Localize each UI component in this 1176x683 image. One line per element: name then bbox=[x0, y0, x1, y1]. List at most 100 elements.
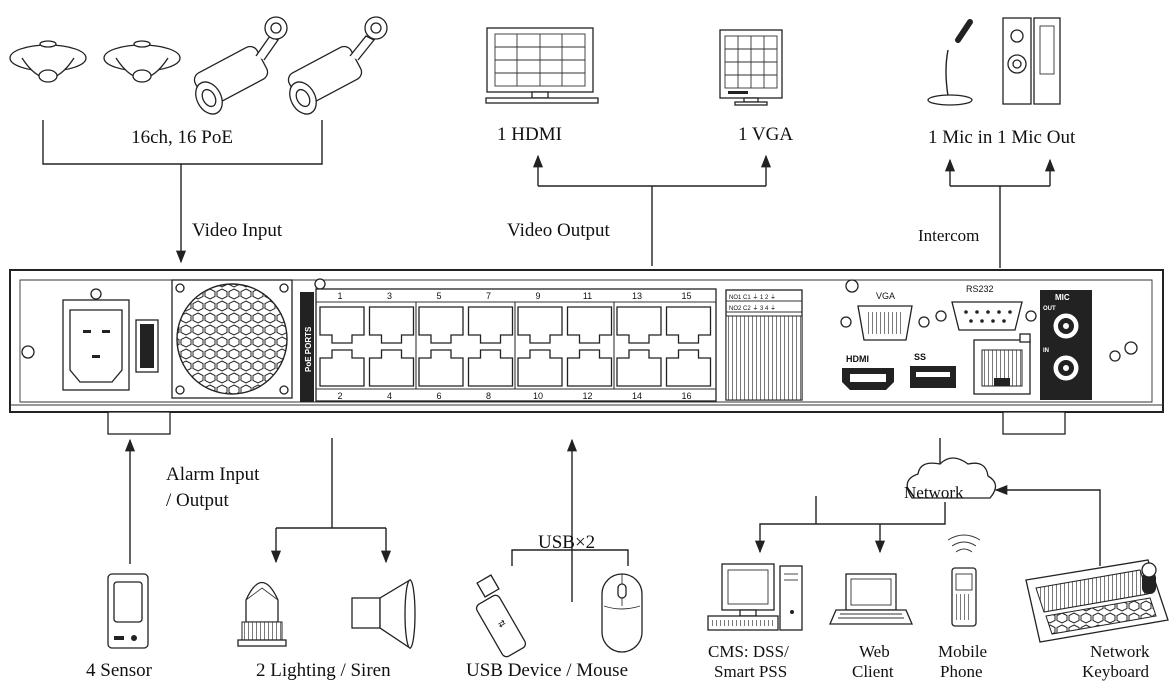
cms-label-line1: CMS: DSS/ bbox=[708, 642, 789, 661]
mobile-label-line1: Mobile bbox=[938, 642, 987, 661]
rj45-ports bbox=[319, 302, 712, 389]
speaker-icon bbox=[1002, 17, 1061, 105]
port-number-top: 3 bbox=[387, 291, 392, 301]
port-number-top: 7 bbox=[486, 291, 491, 301]
network-cloud-icon bbox=[906, 457, 997, 499]
web-label-line1: Web bbox=[859, 642, 890, 661]
sensor-icon bbox=[107, 573, 149, 649]
intercom-label: Intercom bbox=[918, 226, 979, 245]
rj45-port-icon bbox=[418, 306, 464, 344]
bullet-camera-icon bbox=[193, 16, 288, 115]
port-number-bottom: 12 bbox=[582, 391, 592, 401]
alarm-row2: NO2 C2 ⏚ 3 4 ⏚ bbox=[729, 305, 776, 312]
usb-x2-label: USB×2 bbox=[538, 532, 595, 553]
port-number-bottom: 4 bbox=[387, 391, 392, 401]
port-number-bottom: 16 bbox=[681, 391, 691, 401]
hdmi-port-icon: HDMI bbox=[842, 354, 894, 390]
video-output-label: Video Output bbox=[507, 220, 611, 241]
alarm-row1: NO1 C1 ⏚ 1 2 ⏚ bbox=[729, 294, 776, 301]
ground-icon bbox=[1109, 350, 1121, 362]
rj45-port-icon bbox=[418, 349, 464, 387]
hdmi-monitor-icon bbox=[485, 27, 599, 104]
rj45-port-icon bbox=[566, 306, 613, 344]
power-switch-icon bbox=[135, 319, 159, 373]
web-label-line2: Client bbox=[852, 662, 894, 681]
rj45-port-icon bbox=[467, 349, 514, 387]
rs232-port-icon: RS232 bbox=[935, 284, 1037, 331]
rj45-port-icon bbox=[665, 349, 712, 387]
bullet-camera-icon bbox=[287, 16, 388, 115]
rj45-port-icon bbox=[517, 306, 563, 344]
port-number-top: 9 bbox=[535, 291, 540, 301]
hdmi-label: 1 HDMI bbox=[497, 124, 562, 145]
port-number-top: 11 bbox=[583, 291, 592, 301]
keyboard-label-line1: Network bbox=[1090, 642, 1150, 661]
rj45-port-icon bbox=[319, 306, 365, 344]
mic-port-block: MIC OUT IN bbox=[1040, 290, 1092, 400]
rj45-port-icon bbox=[616, 349, 662, 387]
rj45-port-icon bbox=[566, 349, 613, 387]
usb-stick-icon: ⇄ bbox=[475, 574, 527, 658]
power-socket-icon bbox=[62, 288, 130, 391]
usb-port-icon: SS bbox=[910, 352, 956, 388]
poe-ports-label: PoE PORTS bbox=[304, 326, 313, 372]
poe-ports-bar bbox=[300, 292, 314, 402]
sensor-label: 4 Sensor bbox=[86, 660, 153, 681]
dome-camera-icon bbox=[9, 40, 87, 83]
port-number-bottom: 10 bbox=[533, 391, 543, 401]
keyboard-label-line2: Keyboard bbox=[1082, 662, 1150, 681]
siren-icon bbox=[351, 578, 416, 650]
vga-monitor-icon bbox=[719, 29, 783, 106]
network-label: Network bbox=[904, 483, 964, 502]
alarm-terminal-block: NO1 C1 ⏚ 1 2 ⏚ NO2 C2 ⏚ 3 4 ⏚ bbox=[725, 289, 803, 401]
lighting-label: 2 Lighting / Siren bbox=[256, 660, 391, 681]
rj45-port-icon bbox=[368, 349, 415, 387]
mobile-phone-icon bbox=[947, 534, 981, 627]
vga-port-icon: VGA bbox=[840, 279, 930, 341]
vga-port-label: VGA bbox=[876, 291, 895, 301]
camera-group bbox=[9, 16, 388, 115]
screw-icon bbox=[1124, 341, 1138, 355]
video-input-label: Video Input bbox=[192, 220, 283, 241]
warning-light-icon bbox=[237, 581, 287, 647]
port-number-top: 13 bbox=[632, 291, 642, 301]
port-number-bottom: 8 bbox=[486, 391, 491, 401]
screw-icon bbox=[21, 345, 35, 359]
desktop-computer-icon bbox=[707, 563, 803, 631]
rj45-port-icon bbox=[517, 349, 563, 387]
port-number-top: 15 bbox=[681, 291, 691, 301]
laptop-icon bbox=[829, 573, 913, 625]
rj45-port-icon bbox=[368, 306, 415, 344]
ethernet-port-icon bbox=[973, 333, 1031, 395]
mic-out-label: OUT bbox=[1043, 306, 1056, 312]
port-number-top: 1 bbox=[337, 291, 342, 301]
alarm-label-line1: Alarm Input bbox=[166, 464, 260, 485]
mouse-icon bbox=[601, 573, 643, 653]
fan-icon bbox=[171, 279, 293, 399]
svg-text:⇄: ⇄ bbox=[496, 617, 508, 630]
mic-port-label: MIC bbox=[1055, 293, 1070, 302]
network-keyboard-icon bbox=[1025, 559, 1169, 643]
rj45-port-icon bbox=[319, 349, 365, 387]
vga-label: 1 VGA bbox=[738, 124, 793, 145]
rj45-port-icon bbox=[467, 306, 514, 344]
usb-device-label: USB Device / Mouse bbox=[466, 660, 628, 681]
mic-label: 1 Mic in 1 Mic Out bbox=[928, 127, 1076, 148]
rj45-port-icon bbox=[665, 306, 712, 344]
port-number-bottom: 6 bbox=[436, 391, 441, 401]
hdmi-port-label: HDMI bbox=[846, 354, 869, 364]
port-number-bottom: 2 bbox=[337, 391, 342, 401]
rj45-port-icon bbox=[616, 306, 662, 344]
usb-port-label: SS bbox=[914, 352, 926, 362]
dome-camera-icon bbox=[103, 40, 181, 83]
mobile-label-line2: Phone bbox=[940, 662, 983, 681]
mic-in-label: IN bbox=[1043, 348, 1049, 354]
cms-label-line2: Smart PSS bbox=[714, 662, 787, 681]
microphone-icon bbox=[927, 19, 973, 106]
port-number-top: 5 bbox=[436, 291, 441, 301]
cameras-label: 16ch, 16 PoE bbox=[131, 127, 233, 148]
alarm-label-line2: / Output bbox=[166, 490, 230, 511]
